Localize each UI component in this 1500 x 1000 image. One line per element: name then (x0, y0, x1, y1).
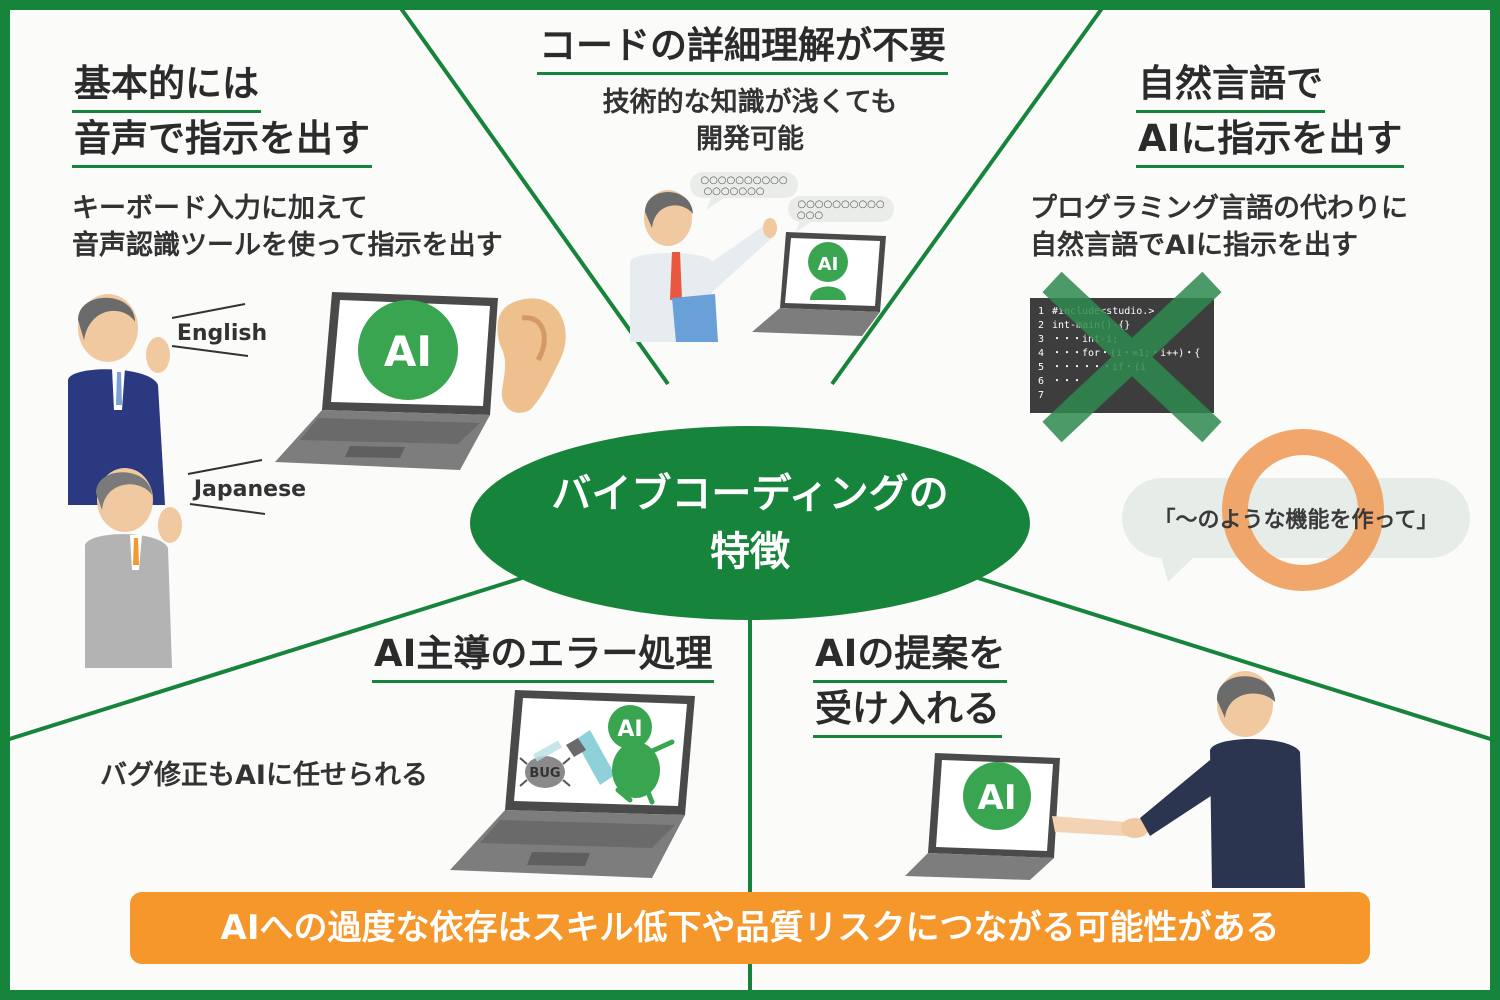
bug-icon (525, 756, 565, 788)
center-title: バイブコーディングの 特徴 (551, 471, 949, 575)
code-illustration: ○○○○○○○○○○ ○○○○○○○ ○○○○○○○○○○ ○○○ AI (630, 172, 894, 342)
error-title: AI主導のエラー処理 (372, 628, 715, 683)
laptop-keyboard (752, 308, 880, 336)
voice-illustration: AI English Japanese (68, 292, 566, 668)
natural-illustration: 1 2 3 4 5 6 7 #include<studio.> int-main… (1030, 271, 1470, 591)
speech-text: 「〜のような機能を作って」 (1154, 507, 1439, 533)
accept-title: AIの提案を 受け入れる (813, 628, 1008, 738)
svg-text:3: 3 (1038, 334, 1044, 345)
code-description: 技術的な知識が浅くても 開発可能 (602, 87, 898, 155)
ai-circle (963, 762, 1031, 830)
ai-label: AI (384, 327, 432, 376)
natural-title: 自然言語で AIに指示を出す (1136, 58, 1405, 168)
svg-text:AI: AI (818, 254, 839, 275)
spray-can-icon (575, 730, 615, 785)
speech-bubble (690, 172, 798, 198)
person-body (68, 369, 165, 505)
svg-text:○○○○○○○○○○: ○○○○○○○○○○ (797, 199, 884, 210)
lang-label-english: English (177, 321, 267, 346)
center-ellipse (470, 426, 1030, 620)
svg-text:・・・: ・・・ (1052, 376, 1082, 387)
svg-text:○○○○○○○: ○○○○○○○ (703, 186, 764, 197)
laptop-keyboard (905, 853, 1054, 880)
code-title: コードの詳細理解が不要 (537, 20, 948, 75)
handshake-icon (1052, 816, 1126, 836)
ear-icon (497, 298, 566, 413)
natural-description: プログラミング言語の代わりに 自然言語でAIに指示を出す (1030, 193, 1408, 261)
svg-text:6: 6 (1038, 376, 1044, 387)
svg-text:○○○: ○○○ (797, 210, 823, 221)
ai-circle (358, 300, 458, 400)
accept-illustration: AI (905, 671, 1305, 888)
svg-text:○○○○○○○○○○: ○○○○○○○○○○ (700, 175, 787, 186)
lang-label-japanese: Japanese (192, 477, 306, 502)
voice-title: 基本的には 音声で指示を出す (72, 58, 372, 168)
circle-mark-icon (1222, 429, 1384, 591)
svg-text:4: 4 (1038, 348, 1044, 359)
svg-text:・・・・・・if・(i: ・・・・・・if・(i (1052, 362, 1146, 373)
error-illustration: BUG AI (450, 690, 695, 878)
svg-text:2: 2 (1038, 320, 1044, 331)
svg-text:AI: AI (978, 778, 1017, 818)
svg-text:7: 7 (1038, 390, 1044, 401)
warning-banner: AIへの過度な依存はスキル低下や品質リスクにつながる可能性がある (130, 892, 1370, 964)
speech-bubble-2 (788, 196, 894, 222)
svg-text:1: 1 (1038, 306, 1044, 317)
person-body-2 (85, 534, 172, 668)
svg-text:・・・int-i;: ・・・int-i; (1052, 334, 1118, 345)
error-description: バグ修正もAIに任せられる (100, 760, 428, 791)
voice-description: キーボード入力に加えて 音声認識ツールを使って指示を出す (72, 193, 503, 261)
cross-mark-icon (1042, 271, 1222, 443)
svg-text:AI: AI (617, 717, 642, 742)
person-body (1210, 738, 1305, 888)
bug-label: BUG (529, 766, 560, 781)
svg-text:5: 5 (1038, 362, 1044, 373)
